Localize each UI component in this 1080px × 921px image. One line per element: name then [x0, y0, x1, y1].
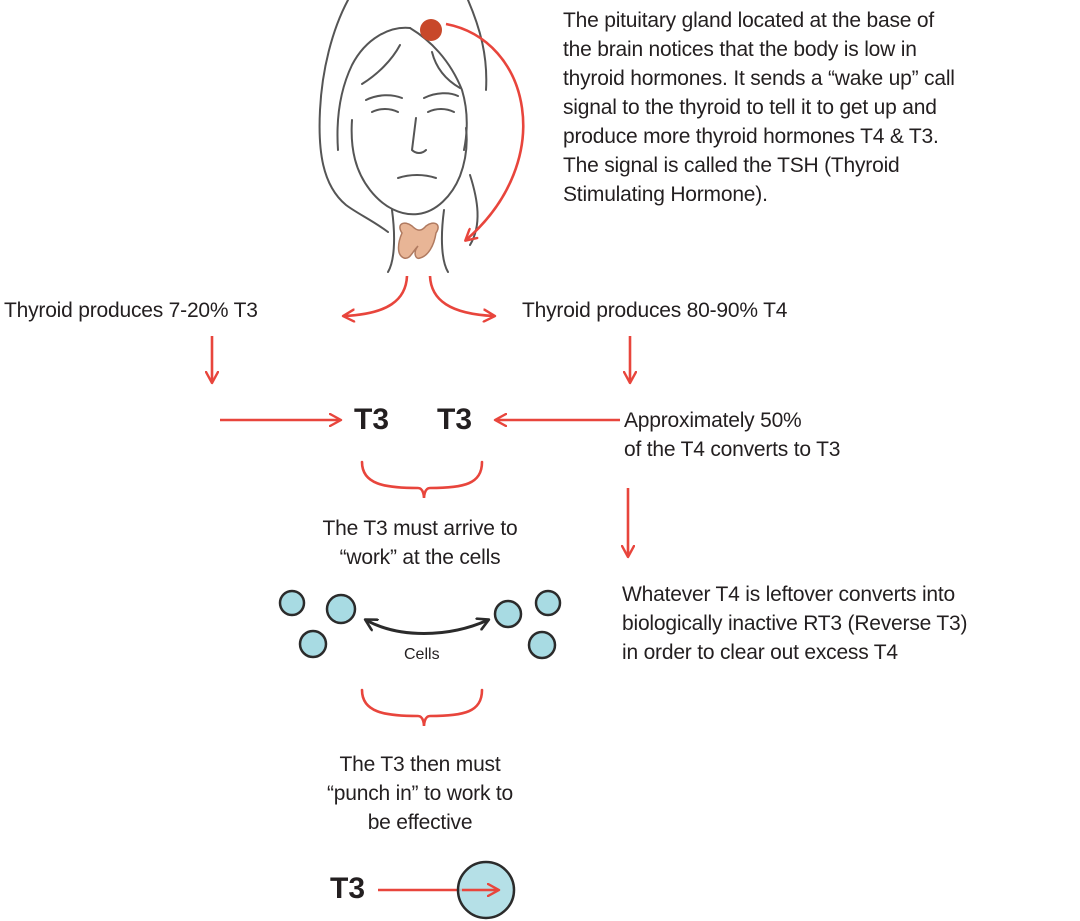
t3-right-label: T3	[437, 403, 473, 436]
t3-bottom-label: T3	[330, 872, 366, 905]
woman-head-icon	[318, 0, 488, 273]
rt3-line: Whatever T4 is leftover converts into	[622, 583, 956, 606]
cells-double-arrow	[366, 620, 488, 635]
thyroid-gland-icon	[397, 222, 439, 260]
pituitary-line: the brain notices that the body is low i…	[563, 38, 917, 61]
cells-label: Cells	[404, 646, 440, 663]
branch-arrow-left	[344, 275, 409, 316]
conversion-line: of the T4 converts to T3	[624, 438, 841, 461]
pituitary-line: thyroid hormones. It sends a “wake up” c…	[563, 67, 955, 90]
arrive-line: The T3 must arrive to	[322, 517, 518, 540]
pituitary-line: The pituitary gland located at the base …	[563, 9, 935, 32]
pituitary-line: produce more thyroid hormones T4 & T3.	[563, 125, 939, 148]
pituitary-line: Stimulating Hormone).	[563, 183, 768, 206]
pituitary-line: signal to the thyroid to tell it to get …	[563, 96, 937, 119]
rt3-text: Whatever T4 is leftover converts into bi…	[622, 580, 1072, 667]
tsh-signal-arrow	[445, 22, 525, 240]
branch-arrow-right	[428, 275, 494, 316]
brace-top	[360, 460, 484, 499]
pituitary-dot-icon	[420, 19, 442, 41]
left-branch-label: Thyroid produces 7-20% T3	[4, 299, 258, 322]
brace-bottom	[360, 688, 484, 727]
arrive-text: The T3 must arrive to “work” at the cell…	[270, 514, 570, 572]
right-branch-label: Thyroid produces 80-90% T4	[522, 299, 788, 322]
arrive-line: “work” at the cells	[339, 546, 501, 569]
cell-circles-icon	[278, 589, 562, 660]
conversion-line: Approximately 50%	[624, 409, 802, 432]
conversion-text: Approximately 50% of the T4 converts to …	[624, 406, 954, 464]
rt3-line: in order to clear out excess T4	[622, 641, 898, 664]
t3-left-label: T3	[354, 403, 390, 436]
punch-line: The T3 then must	[339, 753, 501, 776]
punch-line: be effective	[367, 811, 473, 834]
pituitary-text: The pituitary gland located at the base …	[563, 6, 1078, 209]
punch-text: The T3 then must “punch in” to work to b…	[270, 750, 570, 837]
rt3-line: biologically inactive RT3 (Reverse T3)	[622, 612, 968, 635]
punch-line: “punch in” to work to	[326, 782, 514, 805]
pituitary-line: The signal is called the TSH (Thyroid	[563, 154, 900, 177]
